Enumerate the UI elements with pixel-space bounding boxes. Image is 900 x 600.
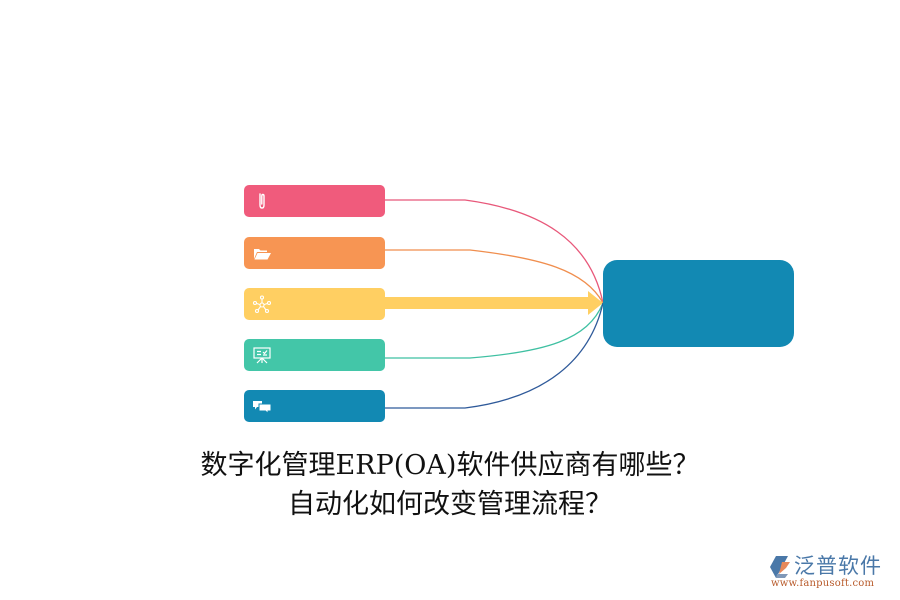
diagram-node-network: [244, 288, 385, 320]
title-line-1: 数字化管理ERP(OA)软件供应商有哪些？: [200, 450, 700, 481]
paperclip-icon: [259, 193, 265, 209]
folder-open-icon: [254, 249, 271, 260]
diagram-hub-node: [603, 260, 794, 347]
network-icon: [252, 295, 272, 314]
logo-url: www.fanpusoft.com: [771, 578, 875, 589]
diagram-node-presentation: [244, 339, 385, 371]
logo-brand: 泛普软件: [794, 554, 882, 578]
chat-bubbles-icon: [253, 401, 272, 415]
diagram-node-chat: [244, 390, 385, 422]
fanpu-logo: 泛普软件 www.fanpusoft.com: [768, 552, 898, 592]
title-line-2: 自动化如何改变管理流程？: [288, 489, 612, 520]
diagram-node-attachment: [244, 185, 385, 217]
page-title: 数字化管理ERP(OA)软件供应商有哪些？ 自动化如何改变管理流程？: [0, 446, 900, 524]
presentation-board-icon: [253, 347, 271, 364]
diagram-node-folder: [244, 237, 385, 269]
fanpu-logo-icon: [770, 556, 790, 578]
